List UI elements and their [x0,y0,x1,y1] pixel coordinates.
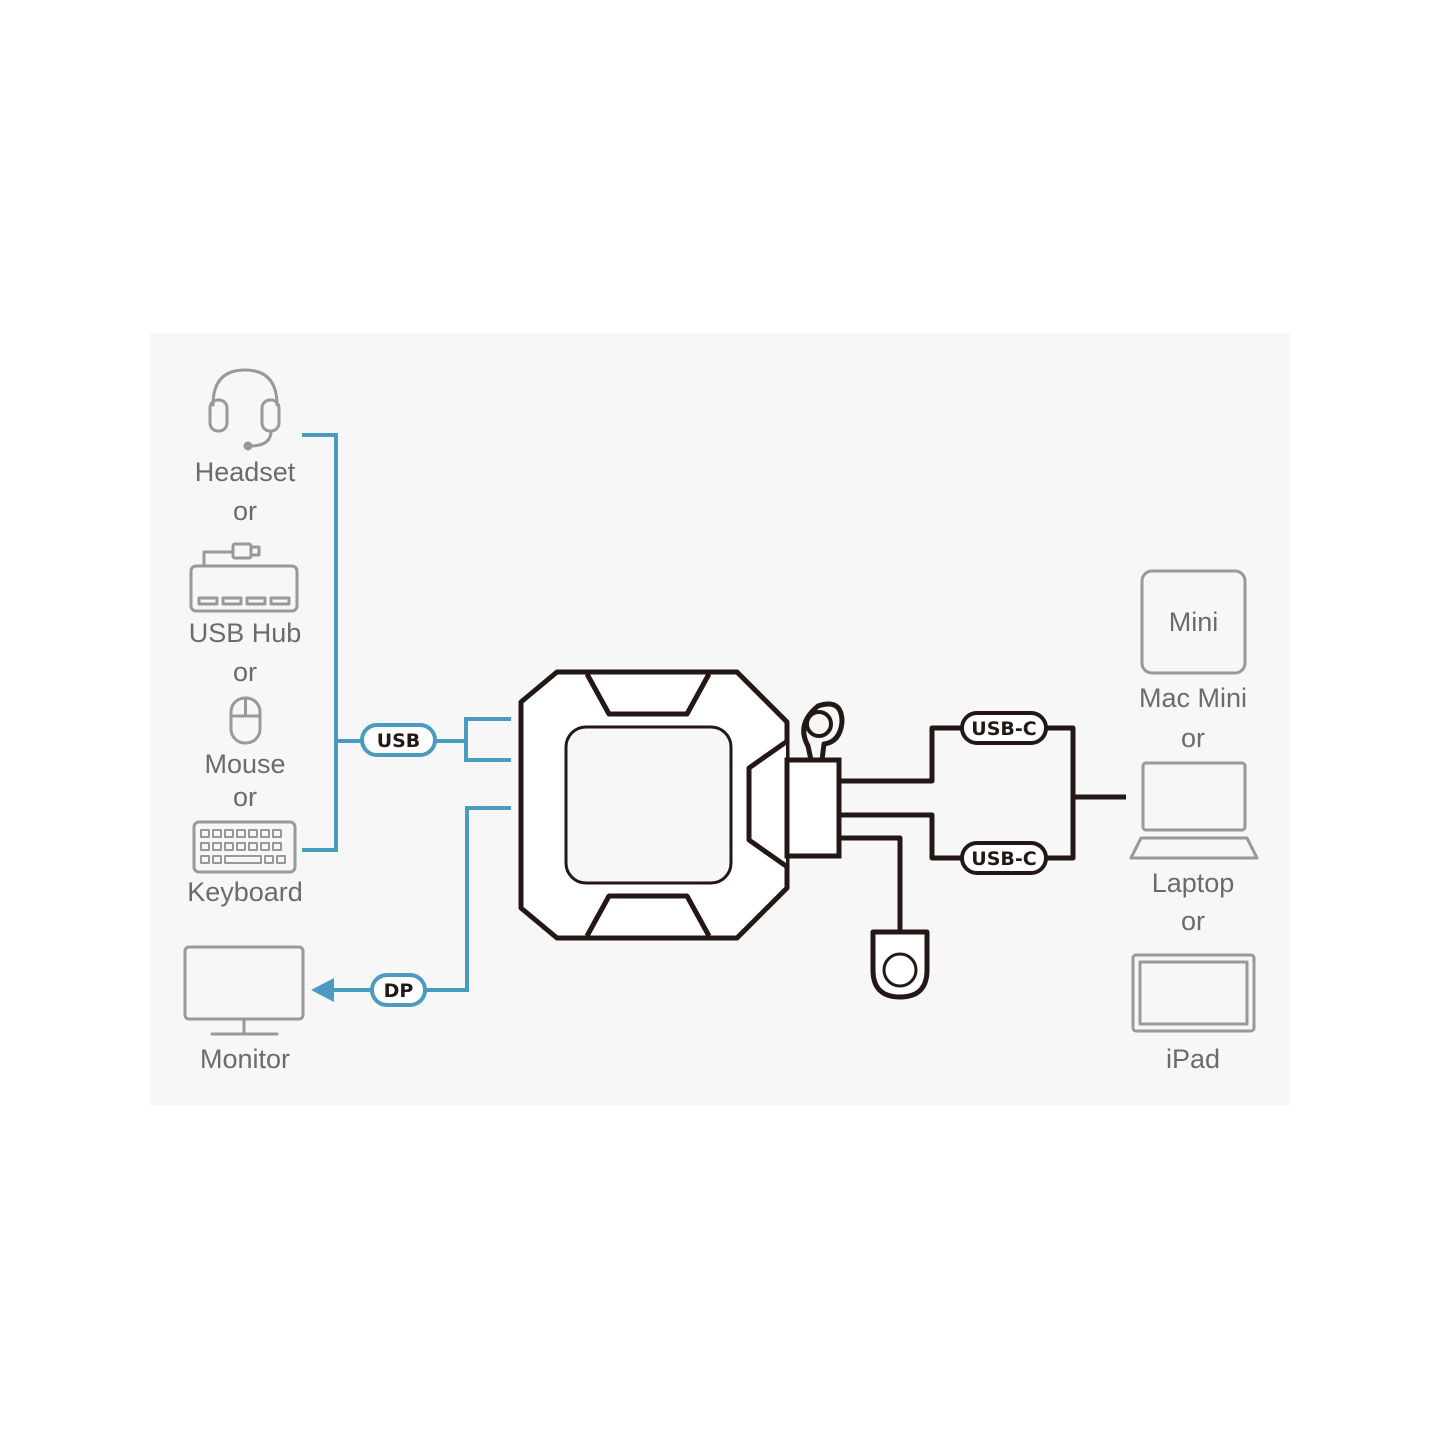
host-cable-bottom [839,812,962,861]
usb-peripheral-bus-cable [302,433,338,852]
dp-connector-badge: DP [370,973,427,1007]
usb-connector-badge: USB [360,723,437,757]
ipad-label: iPad [1166,1044,1220,1074]
mac-mini-icon: Mini [1140,569,1247,675]
keyboard-icon [192,820,297,874]
mouse-label: Mouse [204,749,285,779]
monitor-label: Monitor [200,1044,290,1074]
usb-connector-label: USB [377,730,421,752]
usbc-bottom-label: USB-C [971,848,1036,870]
usb-hub-icon [189,542,299,613]
remote-cable [839,835,903,932]
or-label: or [1181,906,1205,936]
or-label: or [233,496,257,526]
usb-split-cable [464,717,511,762]
keyboard-label: Keyboard [187,877,303,907]
monitor-icon [183,945,305,1036]
laptop-icon [1129,761,1259,860]
usbc-top-label: USB-C [971,718,1036,740]
dp-arrow-icon [311,978,334,1002]
dp-connector-label: DP [384,980,414,1002]
or-label: or [1181,723,1205,753]
or-label: or [233,782,257,812]
ipad-icon [1131,953,1256,1033]
mouse-icon [229,696,262,745]
laptop-label: Laptop [1152,868,1235,898]
kvm-switch-icon [518,669,845,941]
headset-icon [208,368,281,451]
mac-mini-label: Mac Mini [1139,683,1247,713]
usbc-connector-badge-bottom: USB-C [960,841,1048,875]
headset-label: Headset [195,457,296,487]
usb-hub-label: USB Hub [189,618,302,648]
or-label: or [233,657,257,687]
remote-button-icon [870,929,930,1000]
mac-mini-badge-label: Mini [1169,607,1219,637]
usbc-connector-badge-top: USB-C [960,711,1048,745]
host-cable-top [839,725,962,784]
host-cable-top-right [1046,725,1076,861]
